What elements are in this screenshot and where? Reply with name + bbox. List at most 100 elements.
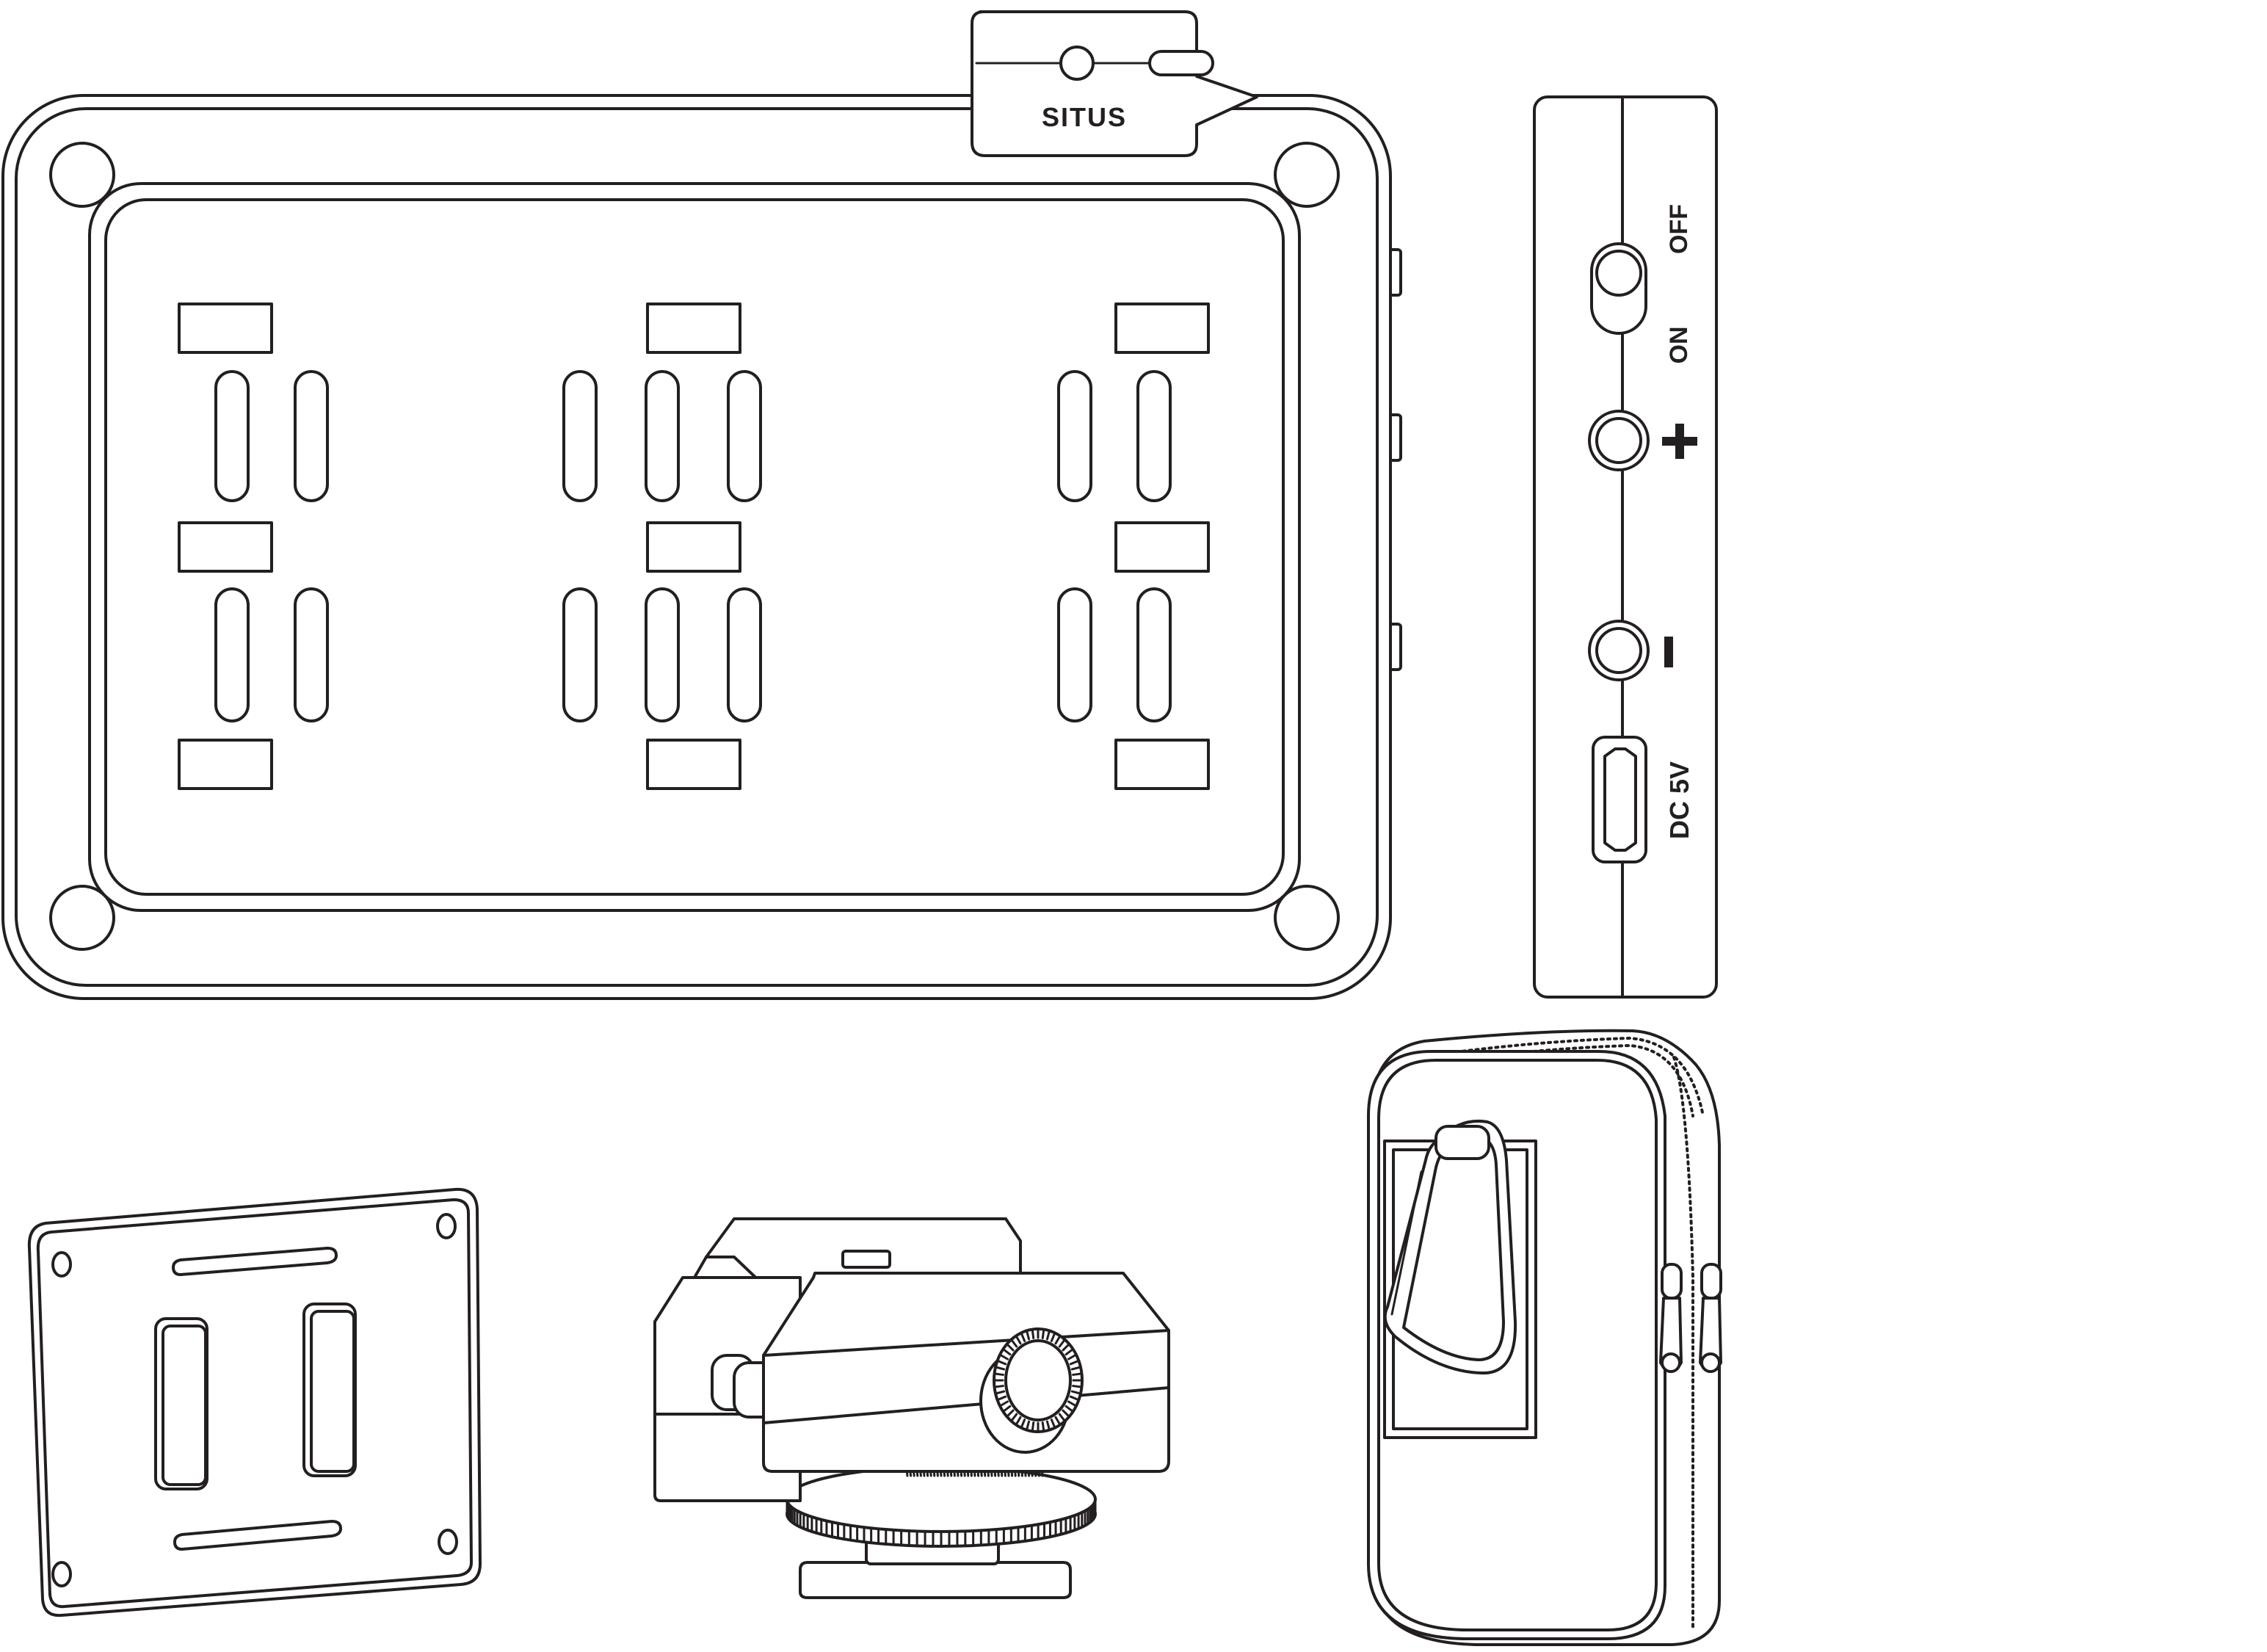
plate-slot (173, 1520, 342, 1551)
tag-loop (1148, 50, 1214, 76)
knob-tick (1045, 1329, 1051, 1341)
tag-label: SITUS (1042, 102, 1127, 132)
plate-hole (51, 1561, 72, 1587)
mounting-hole (1274, 142, 1340, 208)
knob-tick (998, 1353, 1009, 1361)
knob-tick (1006, 1409, 1015, 1418)
led-slot (1057, 370, 1092, 502)
led-slot (645, 370, 680, 502)
knob-tick (1006, 1343, 1015, 1352)
knob-tick (1064, 1405, 1075, 1413)
knob-tick (1015, 1416, 1022, 1427)
plate-body (27, 1187, 482, 1617)
led-cover (1114, 521, 1210, 573)
led-panel-side: OFF ON – DC 5V (1533, 95, 1718, 999)
knob-tick (1009, 1413, 1018, 1423)
knob-tick (1069, 1395, 1080, 1402)
mounting-plate (27, 1187, 482, 1617)
mounting-hole (49, 142, 115, 208)
knob-tick (1041, 1328, 1045, 1339)
knob-tick (1025, 1420, 1031, 1432)
knob-tick (1070, 1366, 1082, 1371)
knob-tick (1072, 1385, 1083, 1388)
led-slot (727, 587, 762, 722)
led-slot (727, 370, 762, 502)
tag-hole (1059, 46, 1095, 81)
switch-off-label: OFF (1665, 204, 1693, 254)
led-slot (214, 370, 250, 502)
panel-inner-frame (15, 107, 1379, 987)
knob-tick (993, 1385, 1004, 1388)
port-label: DC 5V (1664, 761, 1694, 839)
power-switch-knob (1595, 250, 1642, 297)
clamp-front (762, 1272, 1170, 1473)
knob-tick (1031, 1421, 1035, 1432)
led-cover (646, 521, 741, 573)
knob-tick (994, 1366, 1006, 1371)
knob-tick (1067, 1353, 1078, 1361)
knob-tick (1064, 1347, 1075, 1356)
knob-tick (1045, 1420, 1051, 1432)
carabiner (1383, 1120, 1517, 1375)
knob-tick (996, 1359, 1007, 1366)
knob-tick (1025, 1329, 1031, 1341)
shoe-foot (799, 1561, 1072, 1599)
thumb-knob-face (1004, 1339, 1072, 1421)
pouch-front-stitch (1377, 1059, 1658, 1631)
knob-tick (1041, 1421, 1045, 1432)
led-slot (562, 370, 598, 502)
led-panel-front (1, 94, 1402, 1000)
zipper-pull (1659, 1263, 1683, 1373)
plate-cutout-inner (162, 1325, 207, 1486)
led-grid (178, 302, 1210, 790)
knob-tick (1058, 1413, 1067, 1423)
plus-icon (1662, 424, 1697, 459)
carabiner-gate (1390, 1170, 1423, 1316)
knob-tick (1069, 1359, 1080, 1366)
led-slot (294, 370, 329, 502)
led-slot (1136, 587, 1172, 722)
usb-port-opening (1603, 747, 1637, 852)
led-slot (214, 587, 250, 722)
thumb-knob-ticks (993, 1327, 1084, 1433)
led-slot (1136, 370, 1172, 502)
clamp-seam (762, 1386, 1170, 1424)
clamp-edge (762, 1329, 1170, 1357)
plate-hole (436, 1213, 457, 1239)
knob-tick (1050, 1331, 1056, 1342)
knob-tick (1001, 1405, 1012, 1413)
plate-cutout-inner (310, 1310, 355, 1473)
led-cover (178, 302, 273, 354)
knob-tick (993, 1372, 1004, 1376)
bracket-tab (841, 1250, 891, 1269)
mounting-hole (1274, 885, 1340, 951)
knob-tick (994, 1390, 1006, 1395)
knob-tick (1070, 1390, 1082, 1395)
led-slot (1057, 587, 1092, 722)
knob-tick (1031, 1328, 1035, 1339)
knob-tick (1009, 1338, 1018, 1348)
led-slot (645, 587, 680, 722)
knob-tick (1054, 1416, 1062, 1427)
led-cover (1114, 302, 1210, 354)
knob-tick (1015, 1334, 1022, 1345)
plate-hole (51, 1251, 72, 1278)
knob-tick (1020, 1419, 1026, 1430)
knob-tick (1067, 1400, 1078, 1408)
brightness-down-button-inner (1595, 627, 1642, 674)
carry-pouch (1367, 1029, 1722, 1646)
pouch-side-zipper (1672, 1056, 1694, 1631)
knob-tick (1050, 1419, 1056, 1430)
knob-tick (1062, 1409, 1070, 1418)
cold-shoe-mount (653, 1217, 1170, 1599)
minus-icon (1664, 637, 1673, 667)
led-slot (562, 587, 598, 722)
led-cover (1114, 739, 1210, 790)
brightness-up-button-inner (1595, 417, 1642, 464)
tag-body (971, 10, 1258, 157)
led-cover (646, 739, 741, 790)
knob-tick (996, 1395, 1007, 1402)
plate-hole (438, 1529, 458, 1555)
